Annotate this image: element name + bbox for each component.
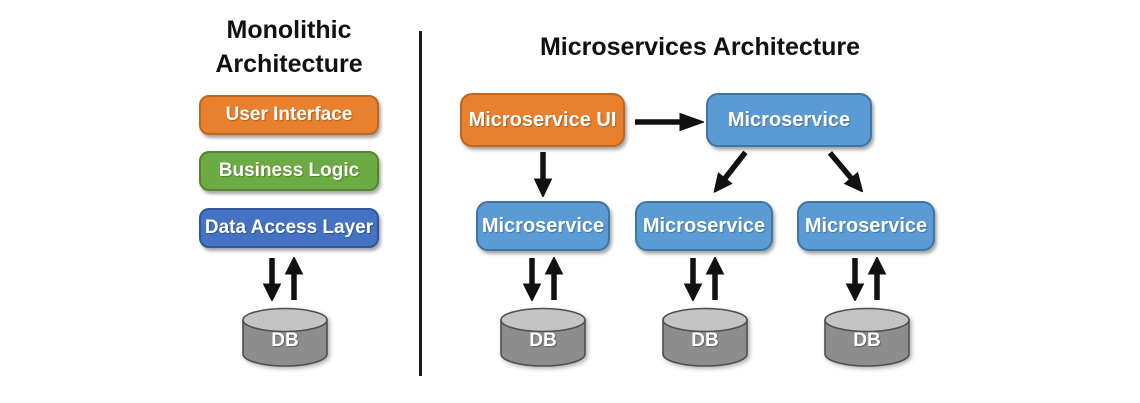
panel-divider-line [419,31,422,376]
service-label: Microservice UI [468,108,617,131]
database-cylinder: DB [660,306,750,369]
db-label: DB [271,330,299,351]
layer-box-user-interface: User Interface [199,95,379,135]
service-label: Microservice [804,214,928,237]
arrow-up-icon [544,255,564,300]
layer-box-data-access: Data Access Layer [199,208,379,248]
database-cylinder: DB [498,306,588,369]
microservice-box: Microservice [476,201,610,251]
db-exchange-arrows [259,255,307,306]
microservice-ui-box: Microservice UI [460,93,625,147]
db-label: DB [529,330,557,351]
service-label: Microservice [481,214,605,237]
monolithic-title-line1: Monolithic [226,16,352,44]
microservice-box: Microservice [635,201,773,251]
arrow-down-icon [522,258,542,303]
arrow-right-icon [634,111,704,133]
db-exchange-arrows [842,255,890,306]
arrow-down-icon [845,258,865,303]
service-label: Microservice [642,214,766,237]
db-label: DB [853,330,881,351]
arrow-down-icon [262,258,282,303]
microservices-title: Microservices Architecture [539,33,861,61]
arrow-down-left-icon [704,144,757,201]
db-exchange-arrows [680,255,728,306]
layer-label: Data Access Layer [204,217,374,238]
arrow-down-icon [683,258,703,303]
arrow-down-right-icon [819,144,872,201]
monolithic-title: Monolithic Architecture [179,13,399,81]
database-cylinder: DB [822,306,912,369]
microservice-box: Microservice [797,201,935,251]
arrow-up-icon [867,255,887,300]
database-cylinder: DB [240,306,330,369]
arrow-up-icon [284,255,304,300]
service-label: Microservice [727,108,851,131]
arrow-down-icon [530,151,556,197]
arrow-up-icon [705,255,725,300]
db-label: DB [691,330,719,351]
microservice-entry-box: Microservice [706,93,872,147]
layer-box-business-logic: Business Logic [199,151,379,191]
layer-label: User Interface [225,104,353,125]
db-exchange-arrows [519,255,567,306]
monolithic-title-line2: Architecture [215,50,363,78]
layer-label: Business Logic [218,160,360,181]
